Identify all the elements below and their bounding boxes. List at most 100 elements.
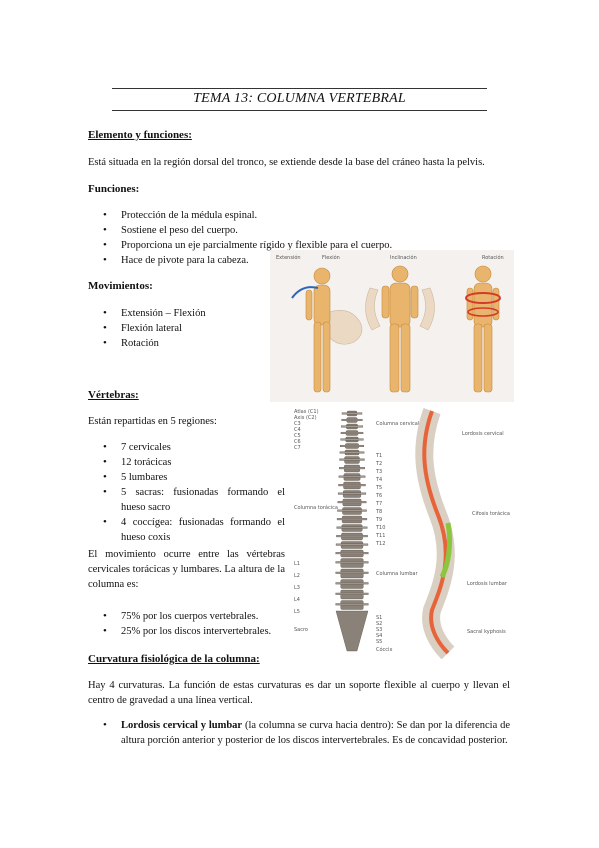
spine-label: C5 <box>294 433 301 439</box>
title-rule-top <box>112 88 487 89</box>
spine-label: L2 <box>294 573 300 579</box>
vertebra-process <box>335 603 369 606</box>
title-rule-bottom <box>112 110 487 111</box>
spine-label: L4 <box>294 597 300 603</box>
list-item: 4 coccígea: fusionadas formando el hueso… <box>88 515 285 545</box>
spine-label: T1 <box>375 453 382 459</box>
vertebra-process <box>335 592 369 595</box>
spine-label: T7 <box>375 501 382 507</box>
vertebra-process <box>335 552 369 555</box>
spine-column <box>335 410 369 652</box>
vertebra-process <box>335 543 369 546</box>
spine-label: Sacro <box>294 627 308 633</box>
spine-label: T9 <box>375 517 382 523</box>
figure-lateral-flexion <box>365 265 435 393</box>
spine-label: T5 <box>375 485 382 491</box>
vertebra-process <box>336 535 368 538</box>
curvatura-text: Hay 4 curvaturas. La función de estas cu… <box>88 680 510 706</box>
spine-label: T6 <box>375 493 382 499</box>
vertebra-process <box>335 582 369 585</box>
heading-funciones: Funciones: <box>88 183 140 195</box>
vertebra-process <box>336 526 368 529</box>
spine-labels-right: Columna cervicalT1T2T3T4T5T6T7T8T9T10T11… <box>375 421 419 653</box>
vertebra-process <box>338 475 366 478</box>
vertebra-process <box>340 444 364 447</box>
curve-label: Lordosis lumbar <box>467 581 508 587</box>
lordosis-description: (la columna se curva hacia dentro): Se d… <box>121 720 511 746</box>
list-item: 5 sacras: fusionadas formando el hueso s… <box>88 485 285 515</box>
heading-curvatura: Curvatura fisiológica de la columna: <box>88 653 260 665</box>
spine-label: T11 <box>375 533 385 539</box>
arrow-icon <box>291 286 319 299</box>
curve-label: Lordosis cervical <box>462 431 504 437</box>
figure-label-extension: Extensión <box>276 254 301 261</box>
rotation-arrow-icon <box>465 292 501 304</box>
movements-illustration: Extensión Flexión Inclinación Rotación <box>270 250 514 402</box>
movimientos-list: Extensión – Flexión Flexión lateral Rota… <box>88 306 268 351</box>
list-item: Hace de pivote para la cabeza. <box>88 253 508 268</box>
spine-label: C7 <box>294 445 301 451</box>
spine-label: T3 <box>375 469 382 475</box>
vertebra-process <box>338 484 366 487</box>
curve-label: Sacral kyphosis <box>467 629 506 635</box>
spine-label: C6 <box>294 439 301 445</box>
figure-label-inclination: Inclinación <box>390 254 417 261</box>
figure-label-flexion: Flexión <box>322 254 340 261</box>
spine-label: Cóccix <box>376 646 392 653</box>
vertebra-process <box>341 425 363 428</box>
spine-label: L5 <box>294 609 300 615</box>
vertebra-process <box>336 518 368 521</box>
vertebras-intro: Están repartidas en 5 regiones: <box>88 416 217 427</box>
list-item: Flexión lateral <box>88 321 268 336</box>
spine-label: S3 <box>376 627 382 633</box>
spine-label: L3 <box>294 585 300 591</box>
list-item: Protección de la médula espinal. <box>88 208 508 223</box>
spine-label: T10 <box>375 525 385 531</box>
figure-extension-flexion <box>305 267 363 393</box>
list-item: Lordosis cervical y lumbar (la columna s… <box>88 718 510 748</box>
spine-label: C3 <box>294 421 301 427</box>
spine-label: T8 <box>375 509 382 515</box>
spine-label: S5 <box>376 639 382 645</box>
heading-elemento: Elemento y funciones: <box>88 129 192 141</box>
sacrum <box>335 610 369 652</box>
spine-label: C4 <box>294 427 301 433</box>
elemento-text: Está situada en la región dorsal del tro… <box>88 157 485 168</box>
vertebra-process <box>337 509 367 512</box>
list-item: Extensión – Flexión <box>88 306 268 321</box>
vertebra-process <box>335 571 369 574</box>
height-list: 75% por los cuerpos vertebrales. 25% por… <box>88 609 288 639</box>
spine-label: T4 <box>375 477 382 483</box>
vertebra-process <box>339 458 365 461</box>
spine-label: T2 <box>375 461 382 467</box>
list-item: 7 cervicales <box>88 440 285 455</box>
spine-label: S1 <box>376 615 382 621</box>
list-item: 5 lumbares <box>88 470 285 485</box>
list-item: 25% por los discos intervertebrales. <box>88 624 288 639</box>
vertebra-process <box>337 501 367 504</box>
vertebra-process <box>337 492 367 495</box>
cauda-highlight <box>439 522 453 579</box>
vertebra-process <box>341 412 363 415</box>
heading-movimientos: Movimientos: <box>88 280 153 292</box>
spine-label: S2 <box>376 621 382 627</box>
vertebra-process <box>335 561 369 564</box>
spine-label: Columna cervical <box>376 421 419 427</box>
spine-label: Columna lumbar <box>376 571 418 577</box>
spinal-cord-line <box>422 410 450 655</box>
spine-label: S4 <box>376 633 382 639</box>
figure-label-rotation: Rotación <box>482 254 504 261</box>
funciones-list: Protección de la médula espinal. Sostien… <box>88 208 508 268</box>
vertebra-process <box>340 431 364 434</box>
list-item: Rotación <box>88 336 268 351</box>
spine-label: Atlas (C1) <box>294 409 319 415</box>
vertebra-process <box>340 438 364 441</box>
spine-label: Axis (C2) <box>294 415 317 421</box>
vertebra-process <box>339 451 365 454</box>
vertebra-process <box>341 418 363 421</box>
vertebras-list: 7 cervicales 12 torácicas 5 lumbares 5 s… <box>88 440 285 545</box>
list-item: 75% por los cuerpos vertebrales. <box>88 609 288 624</box>
list-item: Proporciona un eje parcialmente rígido y… <box>88 238 508 253</box>
